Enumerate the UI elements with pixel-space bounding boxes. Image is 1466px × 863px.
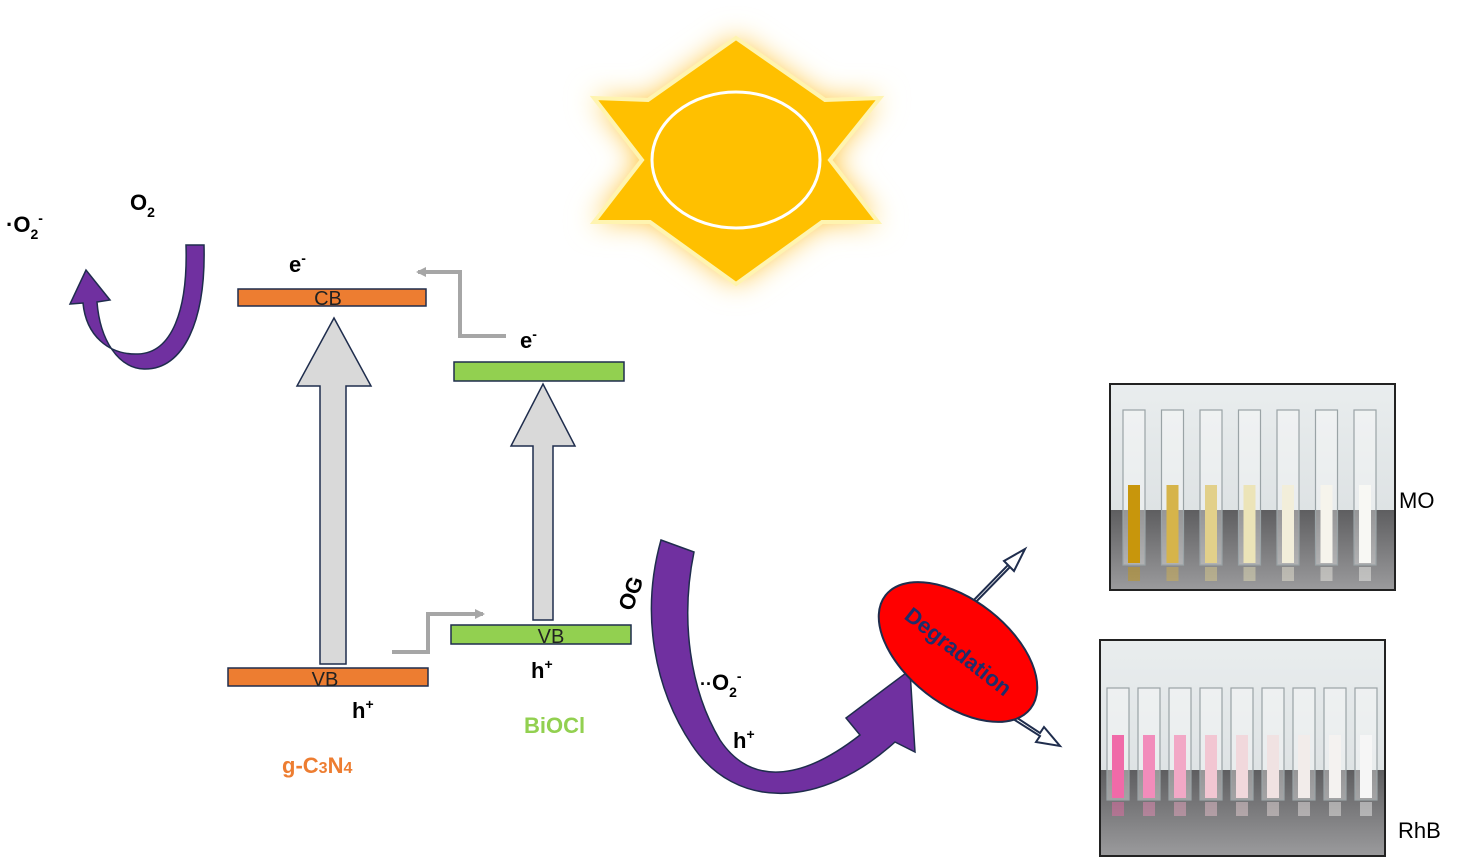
up-product-arrow [966, 546, 1028, 610]
cuvette-reflection [1236, 802, 1248, 816]
cuvette-reflection [1128, 567, 1140, 581]
gcn-name: g-C3N4 [282, 753, 352, 778]
cuvette-solution [1360, 735, 1372, 798]
rhb-sample-photo [1099, 639, 1386, 857]
cuvette-solution [1320, 485, 1333, 563]
cuvette-solution [1359, 485, 1371, 563]
biocl-vb-band [450, 624, 632, 645]
biocl-electron-label: e- [520, 326, 537, 353]
cuvette-reflection [1112, 802, 1124, 816]
superoxide-label: ·O2- [6, 210, 43, 242]
cuvette-solution [1128, 485, 1140, 563]
cuvette-solution [1236, 735, 1248, 798]
cuvette-solution [1205, 735, 1217, 798]
cuvette-reflection [1359, 567, 1371, 581]
cuvette-reflection [1298, 802, 1310, 816]
cuvette-reflection [1360, 802, 1372, 816]
cuvette-reflection [1320, 567, 1333, 581]
sun-icon [589, 35, 885, 287]
cuvette-reflection [1205, 802, 1217, 816]
gcn-hole-label: h+ [352, 696, 374, 723]
og-label: OG [613, 573, 648, 614]
cuvette-reflection [1282, 567, 1294, 581]
cuvette-reflection [1166, 567, 1179, 581]
cuvette-solution [1205, 485, 1217, 563]
oxygen-reduction-arrow [68, 244, 205, 370]
cuvette-solution [1243, 485, 1256, 563]
cuvette-solution [1298, 735, 1310, 798]
rhb-label: RhB [1398, 818, 1441, 843]
biocl-excitation-arrow [509, 382, 577, 621]
o2-label: O2 [130, 190, 155, 220]
biocl-vb-label: VB [538, 626, 565, 648]
gcn-cb-band [237, 288, 427, 307]
gcn-excitation-arrow [295, 316, 373, 665]
cuvette-solution [1166, 485, 1179, 563]
gcn-vb-label: VB [312, 669, 339, 691]
cuvette-solution [1143, 735, 1155, 798]
cuvette-reflection [1174, 802, 1186, 816]
cuvette-solution [1329, 735, 1341, 798]
mo-sample-photo [1109, 383, 1396, 591]
gcn-vb-band [227, 667, 429, 687]
mid-superoxide-label: ··O2- [700, 668, 742, 700]
cuvette-solution [1174, 735, 1186, 798]
cuvette-reflection [1243, 567, 1256, 581]
mid-hole-label: h+ [733, 726, 755, 753]
biocl-hole-label: h+ [531, 656, 553, 683]
biocl-name: BiOCl [524, 713, 585, 738]
cuvette-solution [1282, 485, 1294, 563]
electron-transfer-arrow [416, 267, 506, 338]
cuvette-solution [1112, 735, 1124, 798]
cuvette-reflection [1267, 802, 1279, 816]
gcn-electron-label: e- [289, 250, 306, 277]
mo-label: MO [1399, 488, 1434, 513]
degradation-ellipse [877, 581, 1039, 723]
gcn-cb-label: CB [314, 288, 342, 310]
cuvette-reflection [1143, 802, 1155, 816]
cuvette-reflection [1205, 567, 1217, 581]
cuvette-solution [1267, 735, 1279, 798]
cuvette-reflection [1329, 802, 1341, 816]
degradation-pathway-arrow [650, 539, 916, 795]
hole-transfer-arrow [392, 609, 485, 654]
biocl-cb-band [453, 361, 625, 382]
